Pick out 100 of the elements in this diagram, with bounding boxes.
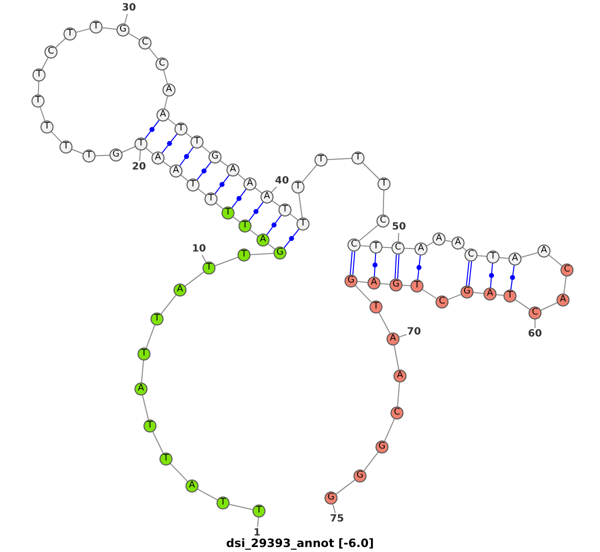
- backbone-line: [472, 292, 484, 294]
- nucleotide-circle: T: [134, 138, 148, 150]
- backbone-line: [548, 254, 562, 266]
- backbone-line: [72, 148, 84, 154]
- base-pair-line: [144, 120, 160, 140]
- backbone-line: [384, 418, 395, 442]
- base-pair-line: [417, 254, 421, 280]
- backbone-line: [520, 252, 538, 258]
- backbone-line: [290, 214, 298, 220]
- backbone-line: [250, 230, 258, 236]
- nucleotide-circle: C: [392, 242, 404, 254]
- backbone-line: [55, 38, 66, 48]
- backbone-line: [184, 271, 204, 287]
- nucleotide-circle: T: [252, 504, 266, 518]
- backbone-line: [336, 479, 356, 495]
- nucleotide-circle: C: [436, 296, 448, 308]
- backbone-line: [146, 324, 156, 348]
- position-number: 1: [254, 528, 260, 538]
- nucleotide-circle: T: [278, 204, 292, 216]
- backbone-line: [563, 276, 567, 294]
- position-number: 60: [528, 328, 542, 340]
- nucleotide-circle: C: [138, 36, 152, 50]
- backbone-line: [42, 57, 48, 70]
- backbone-line: [152, 431, 164, 454]
- nucleotide-circle: T: [314, 154, 328, 166]
- backbone-line: [327, 158, 352, 160]
- nucleotide-circle: T: [144, 420, 156, 432]
- nucleotide-circle: G: [354, 470, 366, 482]
- base-pair-line: [466, 260, 472, 286]
- nucleotide-circle: C: [528, 306, 542, 320]
- leader-line: [270, 186, 277, 193]
- base-pair-line: [214, 174, 230, 194]
- backbone-line: [40, 106, 46, 122]
- position-number: 40: [275, 176, 289, 186]
- nucleotide-circle: T: [202, 262, 216, 274]
- leader-line: [124, 13, 128, 24]
- backbone-line: [142, 394, 149, 420]
- nucleotide-circle: A: [484, 288, 496, 300]
- nucleotide-circle: A: [226, 164, 240, 176]
- nucleotide-circle: T: [238, 248, 250, 262]
- backbone-line: [238, 174, 246, 180]
- backbone-line: [202, 146, 210, 154]
- backbone-line: [102, 27, 118, 30]
- backbone-line: [514, 299, 530, 310]
- leader-line: [257, 516, 259, 528]
- nucleotide-circle: T: [40, 120, 54, 134]
- nucleotide-circle: C: [44, 46, 58, 58]
- nucleotide-circle: C: [390, 406, 404, 420]
- nucleotide-circle: G: [344, 274, 358, 288]
- nucleotide-circle: T: [410, 280, 424, 292]
- nucleotide-circle: T: [32, 94, 44, 108]
- caption: dsi_29393_annot [-6.0]: [226, 536, 374, 550]
- nucleotide-circle: T: [150, 312, 164, 326]
- backbone-line: [380, 283, 390, 285]
- base-pair-line: [196, 162, 212, 180]
- nucleotide-circle: A: [244, 178, 256, 190]
- backbone-line: [404, 248, 415, 250]
- base-pair-line: [510, 264, 515, 290]
- nucleotide-circle: C: [156, 58, 168, 70]
- nucleotide-circle: A: [386, 332, 400, 346]
- nucleotide-circle: A: [414, 242, 428, 256]
- backbone-line: [121, 146, 136, 153]
- leader-line: [139, 150, 141, 162]
- position-number: 30: [122, 2, 136, 14]
- nucleotide-circle: T: [160, 452, 172, 466]
- backbone-line: [397, 382, 400, 408]
- nucleotide-circle: A: [260, 190, 274, 204]
- base-pair-line: [490, 262, 493, 288]
- nucleotide-circle: T: [82, 150, 96, 162]
- backbone-line: [76, 28, 90, 33]
- backbone-line: [444, 240, 452, 242]
- backbone-line: [362, 162, 380, 180]
- position-number: 50: [392, 222, 406, 232]
- backbone-line: [197, 488, 218, 500]
- nucleotide-circle: A: [394, 370, 406, 382]
- leader-line: [398, 232, 400, 242]
- backbone-line: [378, 312, 390, 334]
- backbone-line: [170, 463, 188, 482]
- base-pair-line: [231, 188, 247, 208]
- backbone-line: [394, 344, 400, 370]
- nucleotide-circle: T: [378, 178, 390, 190]
- backbone-line: [228, 504, 254, 510]
- nucleotide-circle: G: [274, 246, 286, 260]
- backbone-line: [186, 132, 192, 138]
- backbone-line: [363, 452, 379, 472]
- nucleotide-circle: C: [348, 238, 360, 252]
- backbone-line: [402, 284, 411, 286]
- backbone-line: [382, 246, 392, 248]
- nucleotide-circle: T: [186, 178, 200, 192]
- backbone-line: [50, 131, 62, 143]
- nucleotide-circle: A: [256, 234, 270, 246]
- backbone-line: [250, 252, 274, 256]
- nucleotide-circle: G: [390, 278, 402, 292]
- backbone-line: [302, 164, 318, 183]
- nucleotide-circle: T: [370, 240, 382, 254]
- backbone-line: [164, 96, 168, 110]
- backbone-line: [496, 294, 504, 296]
- nucleotide-circle: T: [174, 122, 188, 136]
- nucleotide-circle: G: [116, 24, 130, 36]
- base-pair-line: [179, 146, 194, 166]
